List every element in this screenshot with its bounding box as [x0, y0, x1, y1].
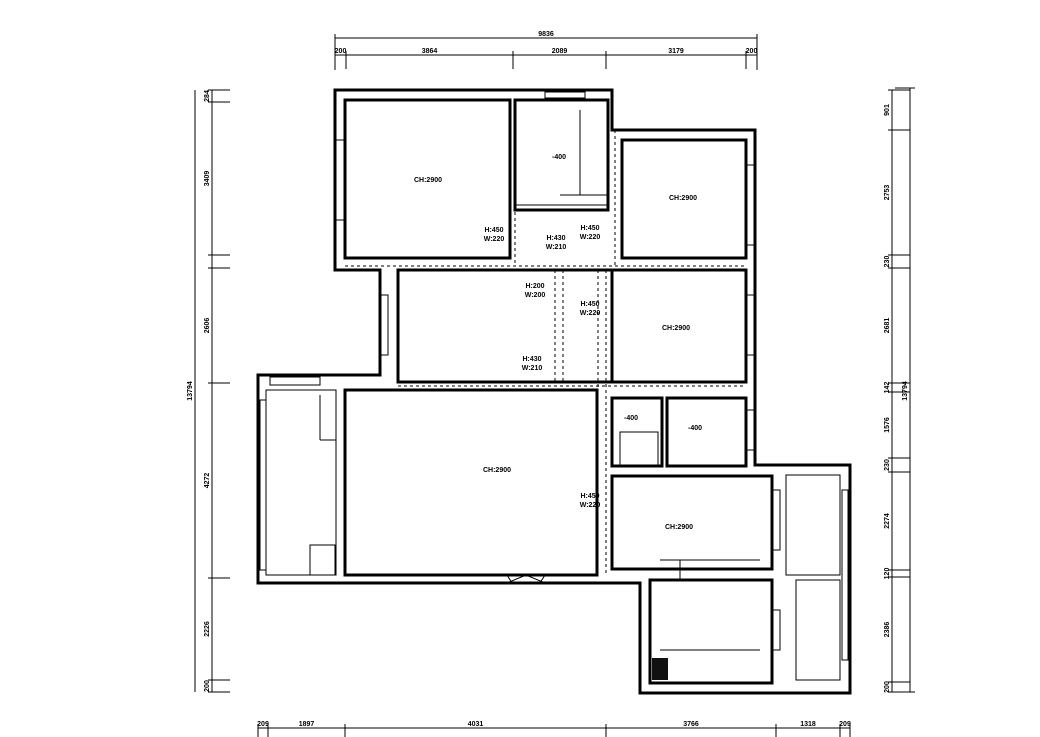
bottom-dimension-label: 3766: [683, 721, 699, 728]
right-dimension-label: 901: [884, 104, 891, 116]
room-label: CH:2900: [665, 524, 693, 531]
room-label: CH:2900: [669, 195, 697, 202]
opening-height-label: H:450: [580, 493, 599, 500]
opening-width-label: W:210: [522, 365, 543, 372]
bottom-dimension-label: 1318: [800, 721, 816, 728]
top-total-label: 9836: [538, 31, 554, 38]
dimension-lines: 9836 200 3864 2089 3179 200 13794 284 3409 2606 42…: [187, 31, 915, 737]
opening-width-label: W:220: [580, 234, 601, 241]
left-dimension-label: 200: [204, 680, 211, 692]
bottom-dimension-label: 1897: [299, 721, 315, 728]
room-label: -400: [624, 415, 638, 422]
left-dimension-label: 284: [204, 90, 211, 102]
room-label: -400: [688, 425, 702, 432]
room-bedroom-4: [610, 474, 774, 571]
opening-width-label: W:210: [546, 244, 567, 251]
opening-width-label: W:200: [525, 292, 546, 299]
bottom-dimension-label: 209: [257, 721, 269, 728]
room-side-2: [795, 579, 841, 681]
right-dimension-label: 2386: [884, 622, 891, 638]
right-dimension-label: 230: [884, 459, 891, 471]
room-labels: CH:2900-400CH:2900CH:2900-400-400CH:2900…: [414, 154, 702, 531]
opening-width-label: W:220: [484, 236, 505, 243]
left-dimension-label: 3409: [204, 171, 211, 187]
room-kitchen: [648, 578, 774, 685]
bottom-dimension-label: 4031: [468, 721, 484, 728]
beam-lines: [309, 110, 760, 651]
top-dimension-label: 3179: [668, 48, 684, 55]
room-label: CH:2900: [483, 467, 511, 474]
top-dimension-label: 3864: [422, 48, 438, 55]
opening-height-label: H:430: [546, 235, 565, 242]
left-dimension-label: 2606: [204, 318, 211, 334]
room-storage: [513, 98, 610, 212]
right-dimension-label: 2274: [884, 513, 891, 529]
right-dimension-label: 230: [884, 256, 891, 268]
room-label: CH:2900: [662, 325, 690, 332]
right-dimension-label: 200: [884, 681, 891, 693]
top-dimension-label: 200: [746, 48, 758, 55]
opening-width-label: W:220: [580, 502, 601, 509]
top-dimension-label: 200: [335, 48, 347, 55]
main-door: [506, 574, 546, 584]
right-total-label: 13794: [902, 381, 909, 401]
room-living: [343, 388, 599, 577]
opening-height-label: H:200: [525, 283, 544, 290]
right-dimension-label: 120: [884, 568, 891, 580]
right-dimension-label: 2753: [884, 185, 891, 201]
walls: [256, 88, 852, 695]
left-total-label: 13794: [187, 381, 194, 401]
appliance: [652, 658, 668, 680]
room-label: -400: [552, 154, 566, 161]
opening-height-label: H:450: [484, 227, 503, 234]
room-label: CH:2900: [414, 177, 442, 184]
opening-height-label: H:450: [580, 225, 599, 232]
room-bedroom-2: [620, 138, 748, 260]
opening-height-label: H:430: [522, 356, 541, 363]
room-study: [396, 268, 748, 384]
right-dimension-label: 2681: [884, 318, 891, 334]
right-dimension-label: 1576: [884, 417, 891, 433]
door-swing: [506, 574, 546, 584]
bottom-dimension-label: 209: [839, 721, 851, 728]
room-bedroom-1: [343, 98, 512, 260]
room-side-1: [785, 474, 841, 576]
opening-width-label: W:220: [580, 310, 601, 317]
room-balcony: [265, 389, 337, 576]
windows: [259, 91, 849, 661]
left-dimension-label: 4272: [204, 473, 211, 489]
room-bath-2: [665, 396, 748, 468]
top-dimension-label: 2089: [552, 48, 568, 55]
opening-height-label: H:450: [580, 301, 599, 308]
left-dimension-label: 2226: [204, 621, 211, 637]
right-dimension-label: 142: [884, 382, 891, 394]
